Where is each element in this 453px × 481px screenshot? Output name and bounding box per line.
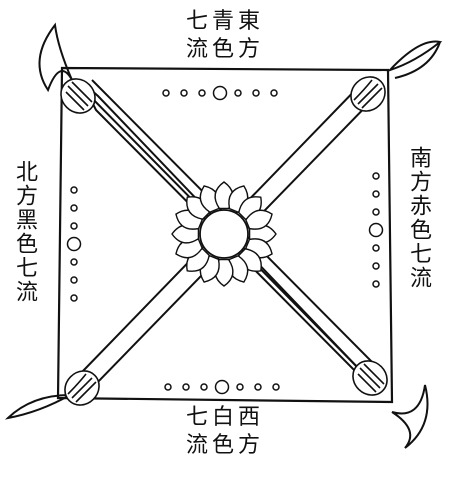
small-dot (182, 383, 190, 391)
vajra-head-icon (352, 360, 388, 396)
crescent-horn-icon (38, 22, 73, 93)
crescent-horn-icon (391, 384, 429, 449)
small-dot (70, 222, 78, 230)
small-dot (252, 89, 260, 97)
vajra-head-icon (350, 76, 386, 112)
small-dot (372, 190, 380, 198)
label-left: 北方黑色七流 (12, 160, 37, 304)
small-dot (236, 383, 244, 391)
small-dot (198, 89, 206, 97)
large-dot (214, 379, 230, 395)
label-top-line2: 流色方 (186, 37, 265, 62)
large-dot (368, 222, 384, 238)
small-dot (372, 280, 380, 288)
small-dot (70, 276, 78, 284)
lotus-petal (245, 209, 273, 230)
label-bottom-line1: 七白西 (186, 405, 265, 430)
small-dot (70, 204, 78, 212)
small-dot (70, 294, 78, 302)
small-dot (372, 244, 380, 252)
large-dot (66, 236, 82, 252)
label-right: 南方赤色七流 (406, 146, 431, 290)
small-dot (70, 258, 78, 266)
dot-row-bottom (164, 379, 280, 395)
small-dot (234, 89, 242, 97)
outer-square (56, 66, 394, 404)
small-dot (162, 89, 170, 97)
small-dot (70, 186, 78, 194)
label-top: 七青東 流色方 (186, 8, 264, 64)
small-dot (254, 383, 262, 391)
small-dot (272, 383, 280, 391)
dot-row-right (368, 172, 384, 288)
crescent-horn-icon (386, 40, 443, 79)
small-dot (164, 383, 172, 391)
dot-row-top (162, 85, 278, 101)
small-dot (372, 208, 380, 216)
dot-row-left (66, 186, 82, 302)
lotus-center (199, 209, 249, 259)
label-bottom-line2: 流色方 (186, 433, 265, 458)
small-dot (200, 383, 208, 391)
vajra-head-icon (60, 78, 96, 114)
label-top-line1: 七青東 (186, 9, 265, 34)
lotus-flower-icon (171, 181, 277, 287)
vajra-head-icon (64, 370, 100, 406)
label-bottom: 七白西 流色方 (186, 404, 264, 460)
small-dot (180, 89, 188, 97)
small-dot (270, 89, 278, 97)
small-dot (372, 262, 380, 270)
small-dot (372, 172, 380, 180)
large-dot (212, 85, 228, 101)
